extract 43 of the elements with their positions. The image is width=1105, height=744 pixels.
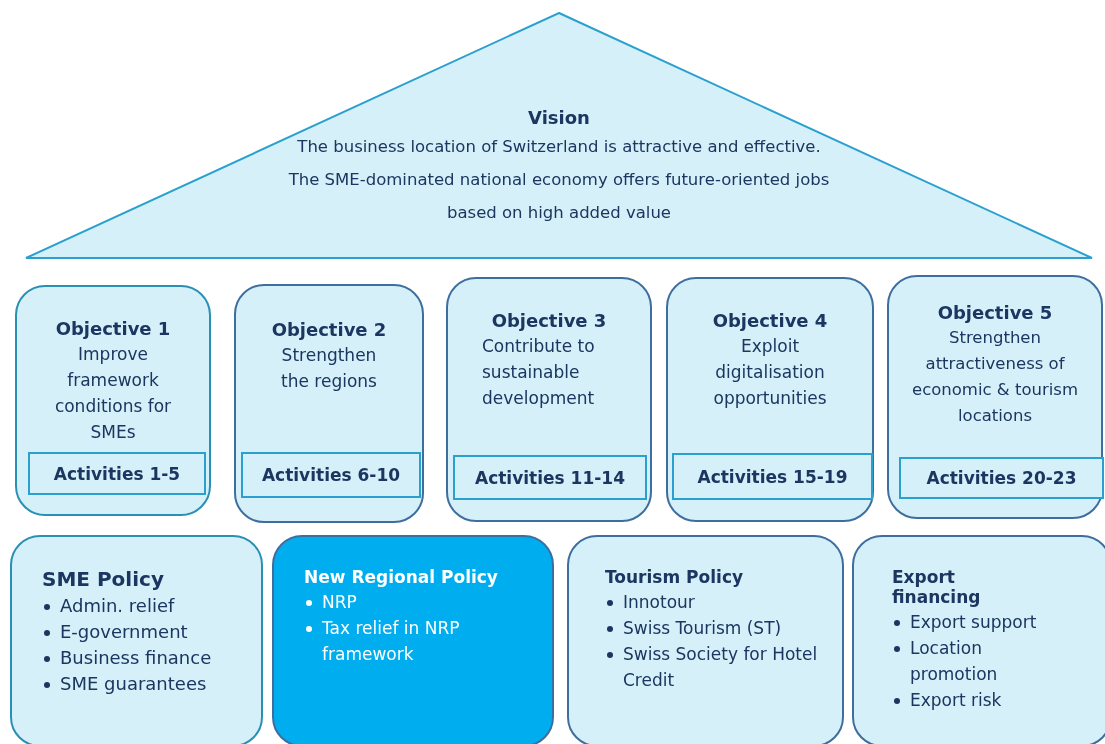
policy-item: NRP: [322, 592, 357, 612]
objective-heading: Objective 4: [711, 309, 829, 333]
policy-item: Export support: [910, 612, 1037, 632]
policy-item: Swiss Society for Hotel Credit: [623, 644, 818, 690]
policy-heading: New Regional Policy: [304, 567, 499, 587]
policy-item: E-government: [60, 621, 188, 642]
activities-box: Activities 15-19: [672, 453, 873, 500]
policy-item: SME guarantees: [60, 673, 207, 694]
objective-heading: Objective 3: [490, 309, 608, 333]
objective-text: Strengthen attractiveness of economic & tourism locations: [911, 327, 1079, 427]
objective-text: Exploit digitalisation opportunities: [712, 335, 828, 410]
policy-item: Admin. relief: [60, 595, 175, 616]
policy-heading: Tourism Policy: [605, 567, 745, 587]
vision-text: The business location of Switzerland is attractive and effective. The SME-dominated national economy offers future-oriented jobs based on high added value: [287, 136, 831, 224]
policy-heading: Export financing: [892, 567, 982, 607]
objective-text: Strengthen the regions: [280, 344, 378, 393]
objective-heading: Objective 5: [936, 301, 1054, 325]
vision-heading: Vision: [527, 106, 591, 130]
policy-card: [852, 535, 1105, 744]
activities-box: Activities 20-23: [899, 457, 1104, 499]
policy-heading: SME Policy: [42, 567, 165, 591]
policy-card: [10, 535, 263, 744]
objective-card: [666, 277, 874, 522]
objective-text: Improve framework conditions for SMEs: [53, 343, 173, 444]
vision-triangle: [25, 12, 1093, 260]
objective-heading: Objective 1: [54, 317, 172, 341]
activities-box: Activities 6-10: [241, 452, 421, 498]
policy-card: [567, 535, 844, 744]
objective-text: Contribute to sustainable development: [482, 335, 596, 410]
activities-box: Activities 1-5: [28, 452, 206, 495]
policy-item: Innotour: [623, 592, 695, 612]
policy-item: Location promotion: [910, 638, 998, 684]
activities-box: Activities 11-14: [453, 455, 647, 500]
policy-item: Tax relief in NRP framework: [322, 618, 460, 664]
objective-card: [887, 275, 1103, 519]
objective-card: [15, 285, 211, 516]
policy-card: [272, 535, 554, 744]
policy-item: Swiss Tourism (ST): [623, 618, 782, 638]
objective-card: [446, 277, 652, 522]
policy-item: Business finance: [60, 647, 212, 668]
objective-card: [234, 284, 424, 523]
objective-heading: Objective 2: [270, 318, 388, 342]
policy-item: Export risk: [910, 690, 1002, 710]
